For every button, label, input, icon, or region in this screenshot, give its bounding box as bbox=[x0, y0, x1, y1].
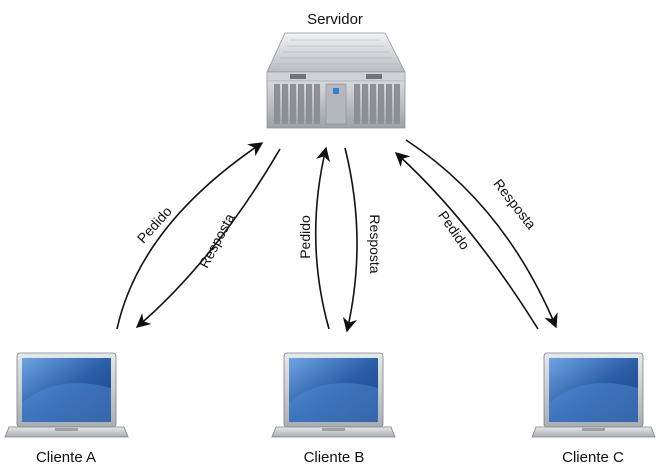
laptop-icon-client-b bbox=[271, 352, 396, 438]
response-label-client-c: Resposta bbox=[490, 176, 539, 233]
arrow-response-client-b bbox=[342, 147, 358, 333]
request-label-client-b: Pedido bbox=[297, 215, 313, 259]
arrow-request-client-b bbox=[314, 146, 330, 330]
laptop-icon-client-a bbox=[4, 352, 129, 438]
arrow-request-client-a bbox=[116, 142, 264, 330]
arrow-request-client-c bbox=[394, 152, 539, 330]
client-b-label: Cliente B bbox=[304, 449, 365, 465]
laptop-icon-client-c bbox=[531, 352, 656, 438]
arrow-response-client-c bbox=[405, 139, 558, 329]
client-c-label: Cliente C bbox=[562, 449, 624, 465]
server-label: Servidor bbox=[307, 11, 363, 28]
server-icon bbox=[266, 32, 406, 129]
client-a-label: Cliente A bbox=[36, 449, 96, 465]
arrow-response-client-a bbox=[135, 148, 281, 328]
response-label-client-b: Resposta bbox=[367, 214, 383, 273]
response-label-client-a: Resposta bbox=[196, 211, 238, 271]
